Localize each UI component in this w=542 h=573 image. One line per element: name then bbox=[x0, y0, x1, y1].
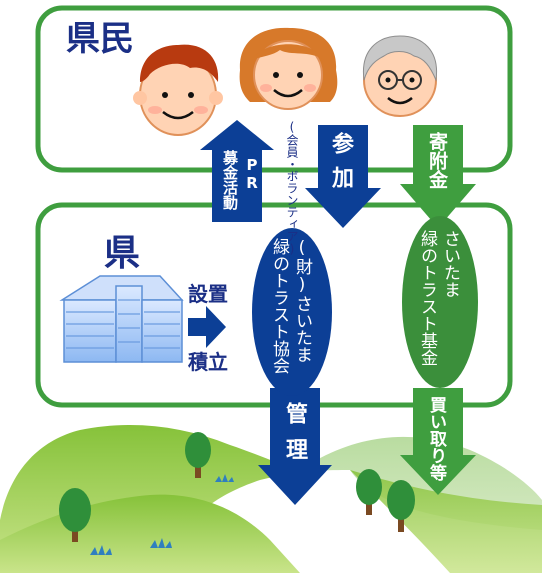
purchase-label: 買い取り等 bbox=[426, 396, 446, 481]
participation-label: 参加 bbox=[328, 132, 353, 200]
donation-label: 寄附金 bbox=[426, 132, 448, 189]
boy-face-icon bbox=[133, 44, 223, 136]
association-name-line2: 緑のトラスト協会 bbox=[269, 238, 289, 374]
tree-icon bbox=[185, 432, 211, 478]
setup-label: 設置 bbox=[188, 282, 228, 306]
management-label: 管理 bbox=[282, 402, 307, 474]
prefecture-title: 県 bbox=[104, 233, 141, 274]
participation-arrow-down bbox=[305, 125, 381, 228]
accumulate-label: 積立 bbox=[188, 350, 228, 374]
fundraising-label: 募金活動 bbox=[221, 150, 239, 210]
management-arrow-down bbox=[258, 388, 332, 505]
fund-ellipse bbox=[402, 216, 478, 388]
trees bbox=[59, 432, 415, 555]
grass-icon bbox=[90, 545, 112, 555]
purchase-arrow-down bbox=[400, 388, 476, 495]
tree-icon bbox=[356, 469, 382, 515]
setup-arrow-right bbox=[188, 306, 226, 348]
pr-arrow-up bbox=[200, 120, 274, 222]
grandpa-face-icon bbox=[362, 35, 438, 117]
donation-arrow-down bbox=[400, 125, 476, 228]
association-ellipse bbox=[252, 228, 332, 396]
fund-name-line2: 緑のトラスト基金 bbox=[417, 230, 437, 366]
tree-icon bbox=[387, 480, 415, 532]
fund-name-line1: さいたま bbox=[440, 230, 460, 298]
pr-label: PR bbox=[243, 156, 261, 192]
tree-icon bbox=[59, 488, 91, 542]
participation-note: (会員・ボランティア) bbox=[285, 120, 299, 256]
grass-icon bbox=[150, 538, 172, 548]
citizens-frame bbox=[35, 5, 513, 173]
prefectural-office-building-icon bbox=[59, 275, 184, 363]
grass-icon bbox=[215, 474, 234, 482]
association-name-line1: (財)さいたま bbox=[292, 238, 312, 363]
woman-face-icon bbox=[239, 27, 338, 110]
citizens-title: 県民 bbox=[66, 19, 134, 59]
